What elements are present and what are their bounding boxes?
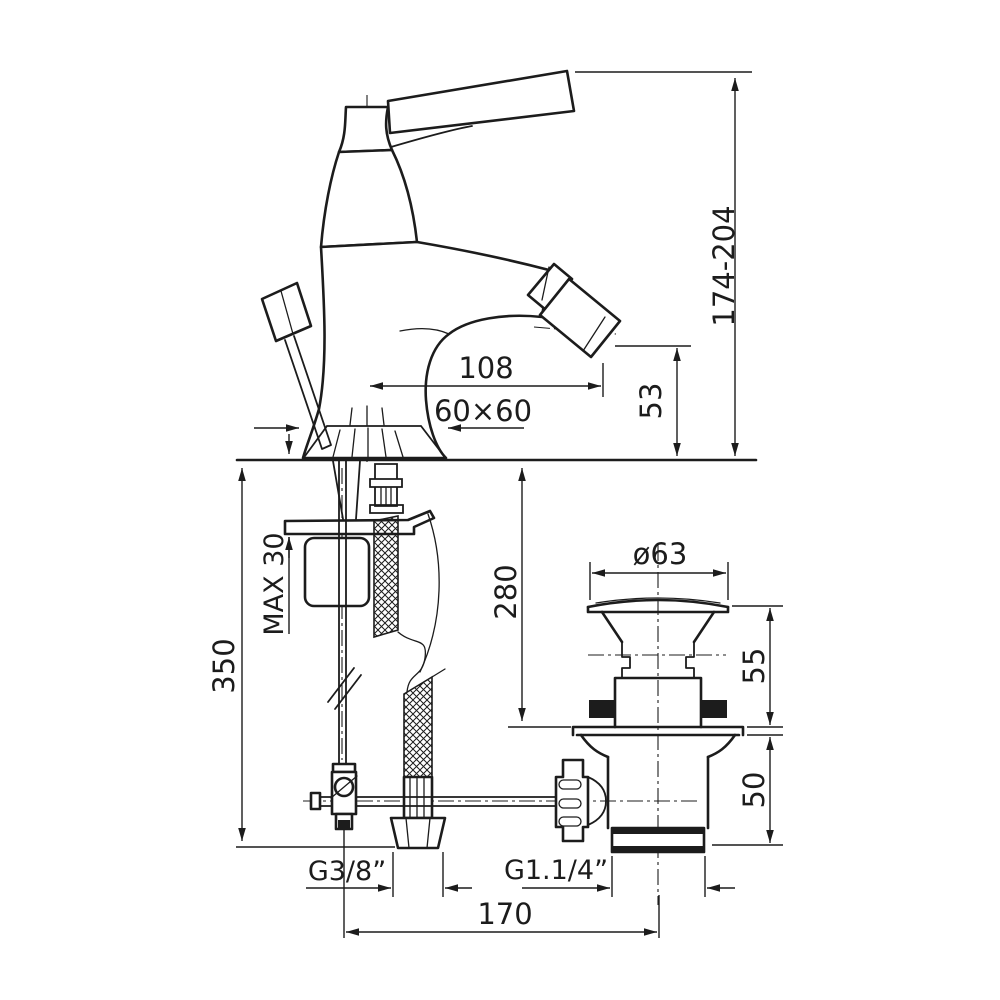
dim-spout-reach: 108 [370, 351, 604, 397]
reference-lines [235, 71, 758, 462]
waste-flange-rim [586, 605, 730, 614]
dim-spout-height: 53 [615, 345, 691, 456]
lever-under-curve [390, 125, 473, 148]
knurl-slot-3 [558, 816, 582, 827]
supply-hose-upper [373, 515, 399, 639]
dimensions: 174-204 108 53 60×60 MAX 30 350 [207, 78, 783, 938]
dim-supply-hose-length: 350 [207, 468, 395, 848]
under-deck-assembly [283, 460, 557, 850]
hose-tip-line [431, 668, 446, 678]
waste-gasket-left [589, 700, 615, 718]
threaded-shank [332, 460, 361, 520]
lever-handle [386, 69, 576, 135]
hose-nut [389, 816, 447, 850]
dim-spout-height-label: 53 [634, 383, 668, 420]
waste-grooved-neck [621, 641, 695, 679]
popup-rod [338, 460, 347, 773]
dim-supply-hose-length-label: 350 [207, 638, 241, 693]
clamp-screw-slot [330, 775, 358, 799]
mounting-washer [283, 509, 436, 536]
dim-base-section: 60×60 [254, 394, 532, 432]
hose-nipple [369, 463, 404, 514]
dim-spacing-faucet-to-waste-label: 170 [477, 897, 532, 931]
dim-base-section-label: 60×60 [434, 394, 532, 428]
rod-end-cap [309, 791, 322, 811]
base-rim [304, 425, 445, 457]
dim-waste-upper-height-label: 55 [737, 648, 771, 685]
base-facet-lines [332, 405, 404, 458]
hose-nipple-ribs [380, 487, 392, 506]
knurl-slot-2 [558, 798, 582, 809]
dim-supply-thread-label: G3/8” [308, 856, 386, 887]
dim-waste-flange-diameter-label: ø63 [633, 537, 688, 571]
dim-waste-lower-height-label: 50 [737, 772, 771, 809]
waste-thread-lines [612, 829, 704, 851]
aerator-ring-line [541, 266, 550, 301]
dim-waste-flange-diameter: ø63 [589, 537, 729, 600]
waste-lower-body [606, 755, 710, 830]
waste-dome-top [586, 598, 730, 609]
dim-drain-depth: 280 [489, 468, 571, 728]
dim-overall-height-label: 174-204 [707, 205, 741, 326]
linkage-boss [587, 776, 607, 826]
aerator-tip-line [582, 316, 606, 352]
dim-waste-lower-height: 50 [712, 734, 783, 846]
waste-taper [600, 610, 716, 644]
hose-nut-facets [405, 817, 431, 849]
waste-bell [579, 733, 737, 759]
waste-under-flange [571, 725, 745, 737]
dim-waste-thread-label: G1.1/4” [504, 855, 608, 886]
dim-waste-upper-height: 55 [732, 605, 783, 728]
dim-supply-thread: G3/8” [306, 852, 472, 897]
linkage-knurled-nut [554, 758, 590, 843]
rod-break-lines [327, 667, 362, 710]
hose-continuation-curve [419, 513, 440, 673]
dim-spacing-faucet-to-waste: 170 [343, 830, 660, 938]
waste-assembly [554, 597, 745, 854]
dim-max-mounting-thickness-label: MAX 30 [259, 532, 290, 635]
supply-hose-lower [403, 675, 433, 778]
faucet-body [260, 69, 622, 460]
rod-lower-seal [338, 820, 350, 829]
popup-knob-crease [280, 290, 294, 335]
knurl-slot-1 [558, 779, 582, 790]
dim-spout-reach-label: 108 [458, 351, 513, 385]
popup-knob-rod [284, 335, 332, 450]
waste-dome-inner [595, 597, 721, 604]
hose-break-curve [397, 631, 427, 693]
dim-waste-thread: G1.1/4” [504, 855, 735, 897]
dim-drain-depth-label: 280 [489, 564, 523, 619]
aerator-tip [538, 277, 622, 359]
spout-fillet-line [399, 327, 450, 335]
dim-max-mounting-thickness: MAX 30 [259, 434, 293, 636]
waste-gasket-right [701, 700, 727, 718]
mounting-nut [303, 536, 371, 608]
cartridge-cap [337, 105, 394, 154]
aerator-ring [526, 262, 574, 312]
dim-overall-height: 174-204 [707, 78, 741, 456]
lower-body-and-spout [301, 240, 551, 460]
upper-body [319, 148, 419, 249]
